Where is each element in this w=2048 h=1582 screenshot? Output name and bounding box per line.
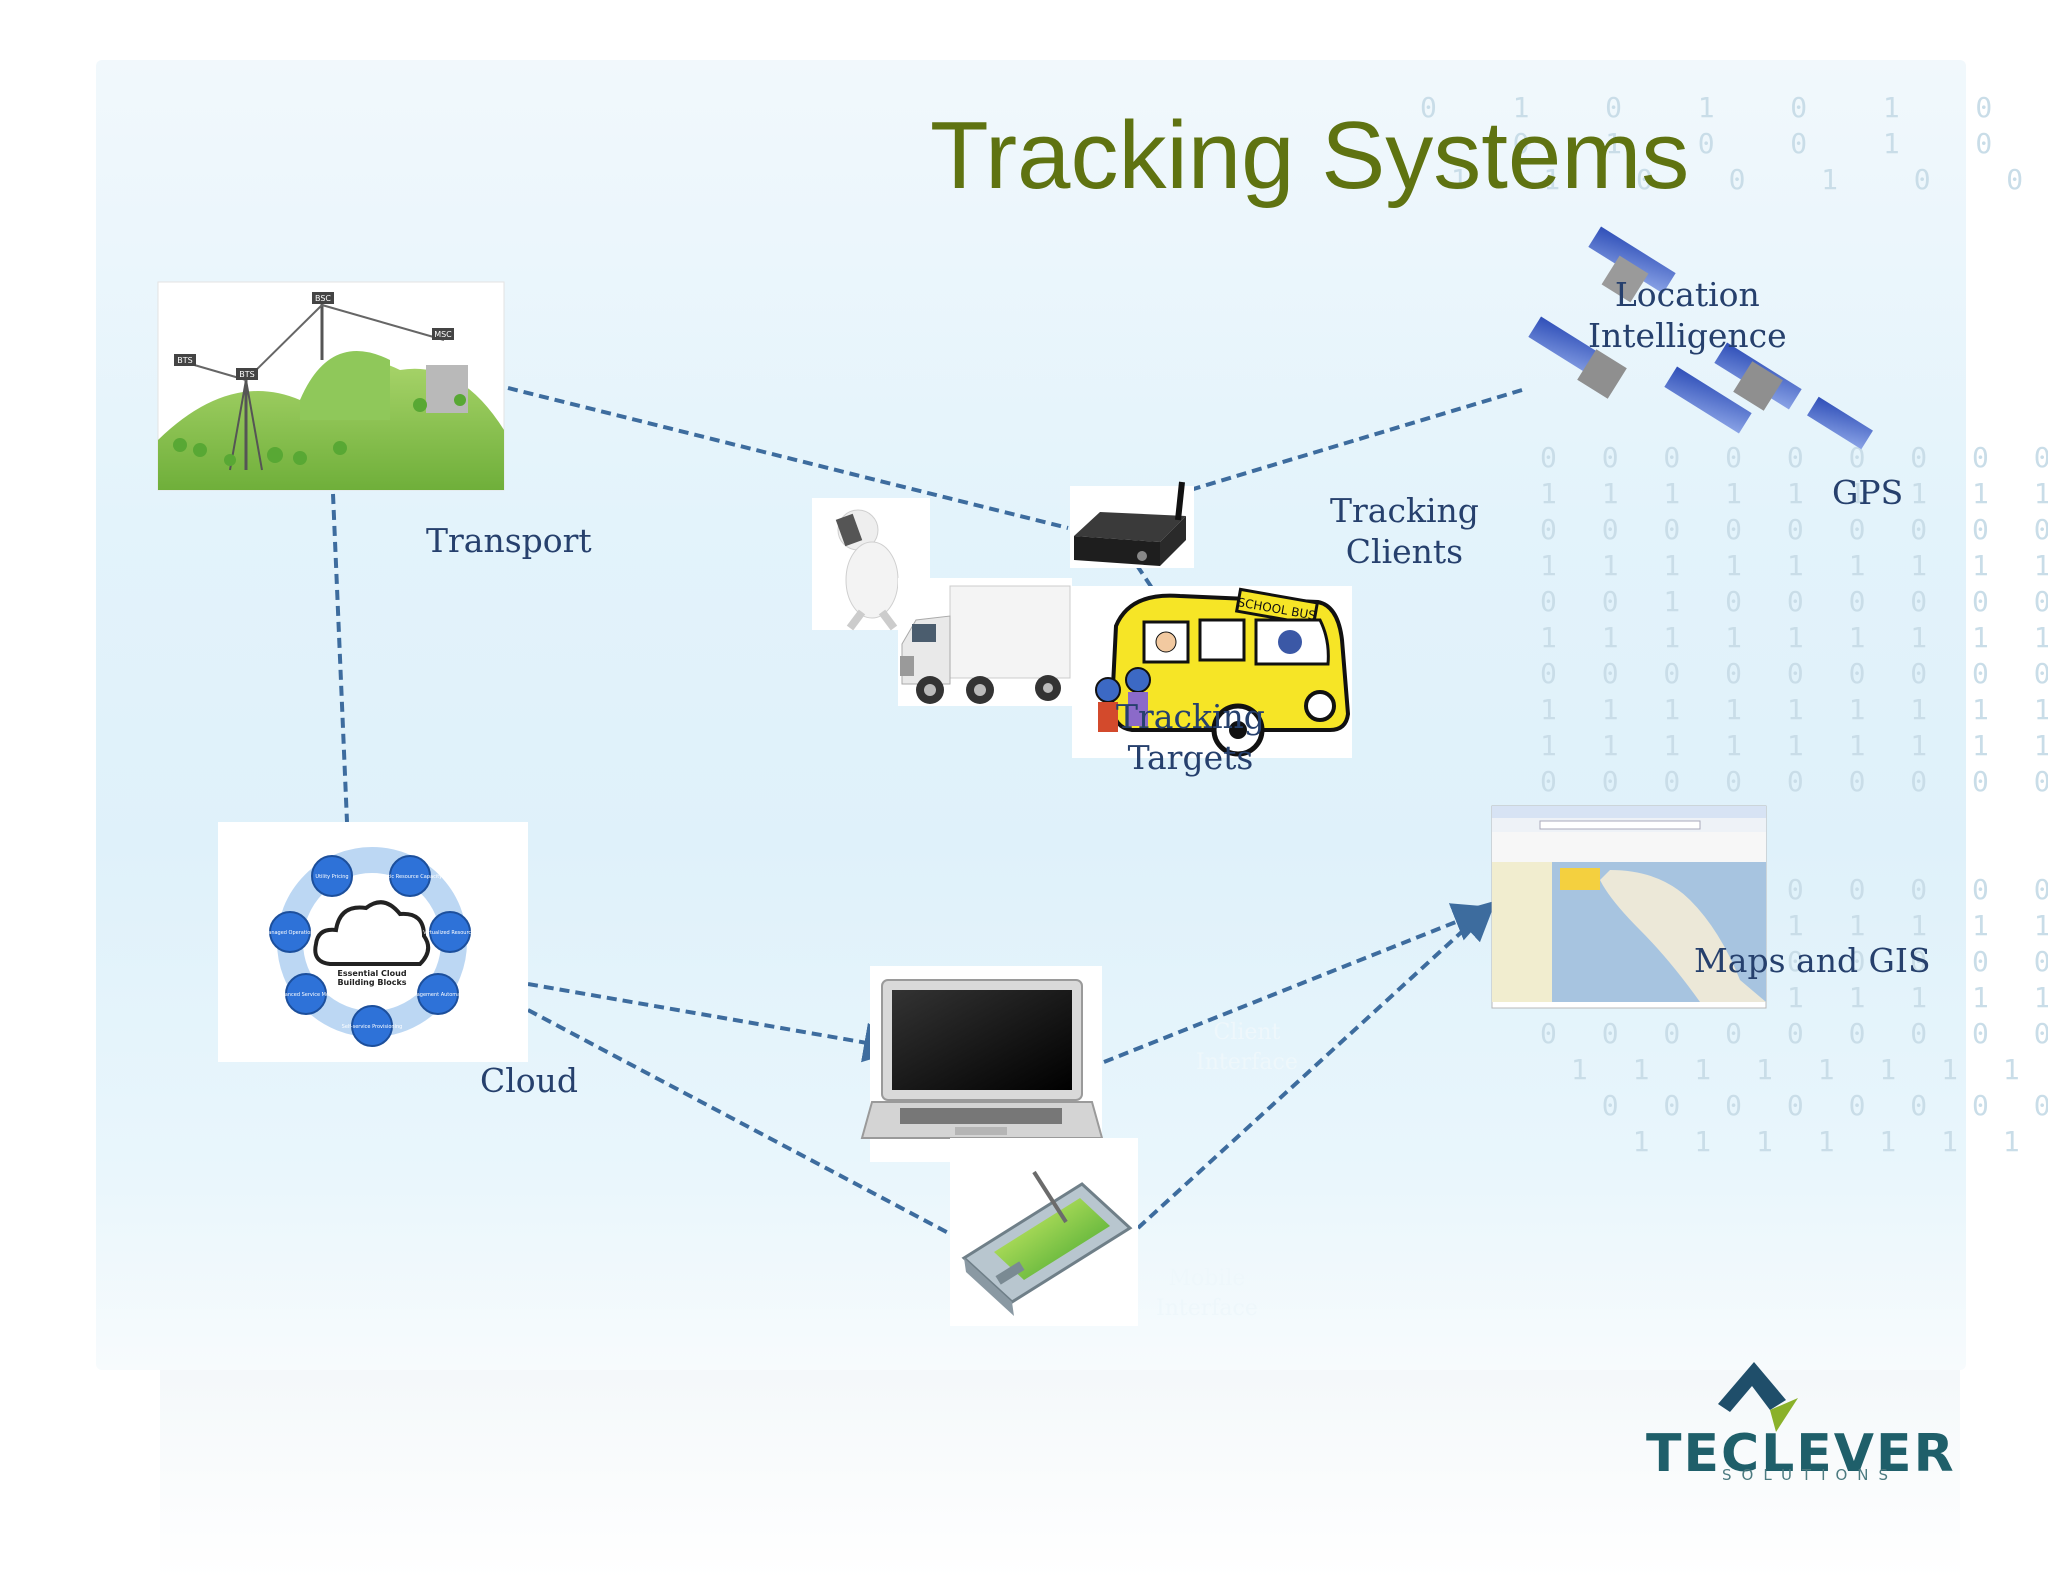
connector-transport-to-tracker	[507, 386, 1069, 530]
node-label-tracking-clients: Tracking Clients	[1330, 491, 1479, 571]
cell-tower-label-msc: MSC	[434, 330, 452, 339]
binary-digits-decoration: 0 1 0 1 0 1 0 0 0 1 0 0 1 0 1 1 0 0 1 0 …	[1420, 91, 2038, 196]
cloud-center-line-1: Essential Cloud	[337, 969, 406, 978]
connector-laptop-to-maps	[1103, 903, 1494, 1064]
node-label-client-interface: Client Interface	[1196, 1020, 1298, 1075]
tracking-device-illustration	[1070, 481, 1194, 568]
node-label-cloud: Cloud	[480, 1061, 579, 1100]
cloud-center-line-2: Building Blocks	[337, 978, 406, 987]
cell-tower-label-bts-2: BTS	[239, 370, 254, 379]
cell-tower-label-bsc: BSC	[315, 294, 331, 303]
teclever-logo-subtitle: SOLUTIONS	[1722, 1466, 1899, 1484]
cloud-block-label-6: Advanced Service Model	[275, 992, 336, 998]
connector-cloud-to-mobile	[527, 1008, 996, 1258]
node-label-mobile-interface: Mobile Interface	[1156, 1266, 1258, 1321]
teclever-logo-mark	[1718, 1362, 1798, 1432]
slide-footer-area	[160, 1370, 1960, 1580]
laptop-illustration	[860, 966, 1104, 1162]
node-label-tracking-targets: Tracking Targets	[1116, 697, 1265, 777]
cell-network-illustration: BSC MSC BTS BTS	[157, 281, 505, 491]
connector-mobile-to-maps	[1136, 900, 1496, 1230]
cloud-block-label-7: Managed Operations	[264, 930, 317, 936]
connector-tracker-to-bus	[1126, 550, 1170, 614]
school-bus-illustration: SCHOOL BUS	[1072, 586, 1352, 758]
node-label-maps-gis: Maps and GIS	[1694, 941, 1931, 980]
cloud-block-label-1: Utility Pricing	[315, 874, 348, 880]
node-label-gps: GPS	[1832, 473, 1904, 512]
connector-cloud-to-laptop	[527, 982, 904, 1063]
maps-screenshot-illustration	[1491, 805, 1767, 1009]
cell-tower-label-bts-1: BTS	[177, 356, 192, 365]
cloud-block-label-3: Virtualized Resources	[423, 930, 477, 936]
mobile-device-illustration	[950, 1138, 1138, 1326]
truck-illustration	[898, 578, 1072, 706]
cloud-block-label-5: Self-service Provisioning	[342, 1024, 403, 1030]
cloud-block-label-4: Management Automation	[406, 992, 470, 998]
node-label-location-intelligence: Location Intelligence	[1588, 275, 1787, 355]
connector-gps-to-tracker	[1189, 388, 1523, 492]
connector-transport-to-cloud	[331, 493, 349, 823]
teclever-logo-wordmark: TECLEVER	[1646, 1424, 1956, 1484]
slide-title: Tracking Systems	[930, 102, 1690, 209]
node-label-transport: Transport	[426, 521, 592, 560]
cloud-block-label-2: Elastic Resource Capacity	[378, 874, 442, 880]
satellite-illustration	[1528, 226, 1873, 450]
connector-lines	[331, 386, 1523, 1258]
